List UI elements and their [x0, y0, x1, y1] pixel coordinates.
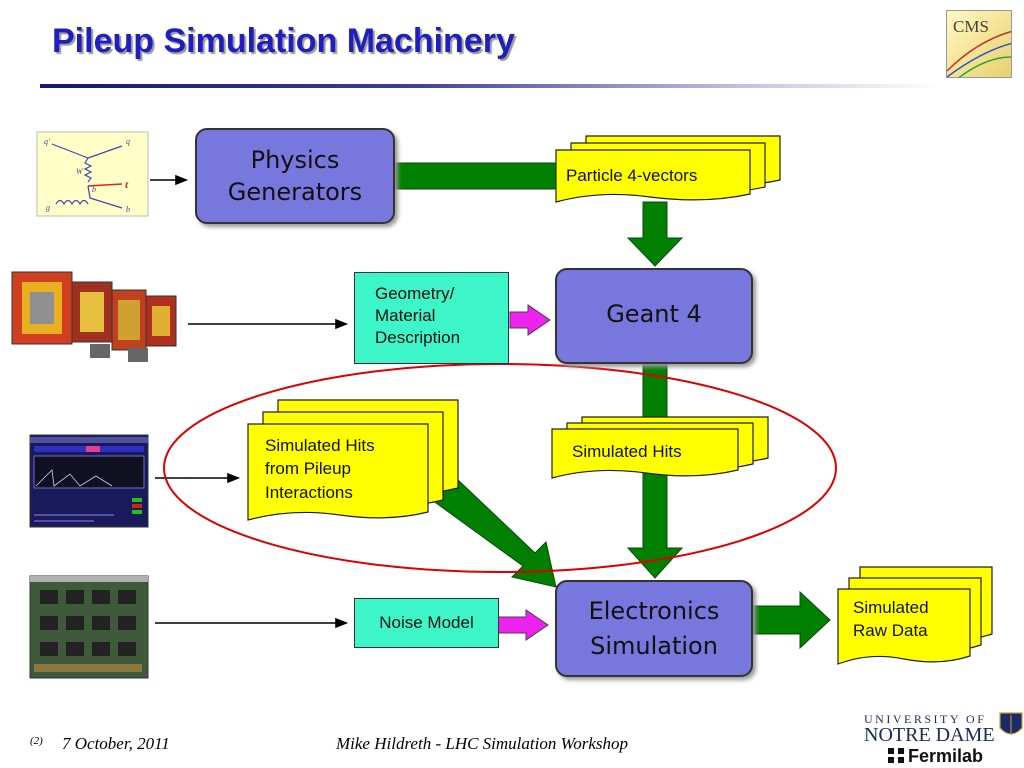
notre-dame-logo-line1: UNIVERSITY OF [864, 712, 987, 726]
pileup-hits-sheet-1 [247, 423, 429, 521]
physics-generators-box: Physics Generators [195, 128, 395, 224]
geometry-line1: Geometry/ [375, 284, 455, 303]
simulated-hits-sheet-1 [551, 428, 739, 479]
particle-4vectors-sheet-1 [555, 149, 751, 203]
feynman-label-t: t [125, 179, 129, 191]
slide-number: (2) [30, 735, 43, 747]
arrow-noise-to-electronics [497, 609, 549, 641]
pileup-hits-line3: Interactions [265, 482, 353, 502]
arrow-geometry-to-geant [509, 304, 551, 336]
geometry-line3: Description [375, 328, 461, 348]
pileup-hits-line1: Simulated Hits [265, 436, 375, 455]
pileup-hits-line2: from Pileup [265, 459, 351, 479]
raw-data-sheet-1 [837, 588, 971, 665]
cms-logo-graphic [947, 30, 1011, 77]
feynman-label-b: b [92, 185, 96, 194]
simulated-hits-label: Simulated Hits [572, 442, 682, 461]
raw-data-label: Simulated Raw Data [853, 596, 929, 643]
arrow-geant-to-hits [642, 361, 668, 425]
fermilab-mark-icon [888, 748, 904, 763]
geometry-material-box: Geometry/ Material Description [354, 272, 509, 364]
feynman-label-w: W [76, 167, 84, 176]
electronics-simulation-line2: Simulation [590, 631, 718, 660]
electronics-simulation-box: Electronics Simulation [555, 580, 753, 677]
cms-logo-text: CMS [953, 17, 989, 36]
geant4-label: Geant 4 [606, 300, 702, 328]
noise-model-label: Noise Model [379, 612, 474, 632]
page-title: Pileup Simulation Machinery [52, 22, 515, 60]
geant4-box: Geant 4 [555, 268, 753, 364]
feynman-label-bbar: b [126, 205, 130, 214]
title-underline [40, 84, 940, 88]
fermilab-logo: Fermilab [908, 746, 984, 766]
arrow-particles-to-geant [626, 201, 684, 267]
feynman-label-qprime: q' [44, 137, 50, 146]
footer-author: Mike Hildreth - LHC Simulation Workshop [336, 734, 628, 753]
feynman-label-g: g [46, 203, 50, 212]
detector-illustration-icon [11, 271, 177, 362]
notre-dame-shield-icon [999, 712, 1023, 735]
feynman-label-q: q [126, 137, 130, 146]
pileup-highlight-ellipse [163, 363, 837, 573]
physics-generators-line1: Physics [250, 145, 340, 174]
noise-model-box: Noise Model [354, 598, 499, 648]
arrow-hits-to-electronics [626, 469, 684, 579]
pileup-hits-label: Simulated Hits from Pileup Interactions [265, 434, 375, 504]
raw-data-line2: Raw Data [853, 621, 928, 641]
particle-4vectors-label: Particle 4-vectors [566, 166, 698, 185]
raw-data-line1: Simulated [853, 598, 929, 617]
pileup-data-screenshot-icon [29, 434, 149, 528]
electronics-simulation-line1: Electronics [588, 596, 720, 625]
physics-generators-line2: Generators [227, 178, 363, 206]
footer-date: 7 October, 2011 [62, 734, 170, 753]
arrow-electronics-to-rawdata [751, 590, 831, 650]
geometry-line2: Material [375, 306, 436, 326]
notre-dame-logo-line2: NOTRE DAME [864, 724, 995, 746]
arrow-pileup-to-electronics [431, 477, 557, 588]
feynman-diagram-icon: q' q W t b g b [36, 131, 149, 217]
cms-logo [946, 10, 1012, 78]
electronics-board-photo-icon [29, 575, 149, 679]
